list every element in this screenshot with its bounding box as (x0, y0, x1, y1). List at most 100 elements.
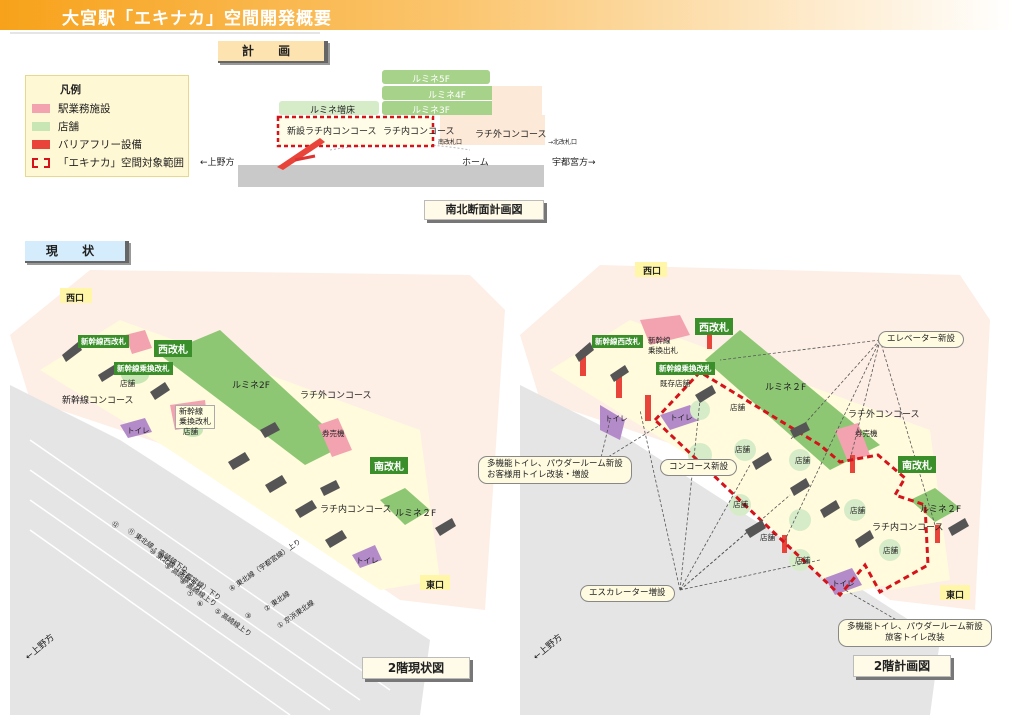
plan-lumine2f-small (910, 488, 960, 522)
legend-label: 駅業務施設 (58, 103, 111, 115)
section-label-plan: 計 画 (218, 41, 328, 63)
line-label: ③ (245, 612, 252, 620)
plan-lumine2f-small: ルミネ２F (920, 505, 962, 515)
plan-existing-store: 既存店舗 (660, 379, 690, 388)
page-title: 大宮駅「エキナカ」空間開発概要 (62, 9, 332, 29)
section-inner-concourse: ラチ内コンコース (383, 127, 455, 137)
plan-shinkansen-transfer2: 新幹線乗換改札 (656, 362, 715, 375)
current-lumine2f-small (380, 488, 430, 525)
plan-lumine2f: ルミネ２F (765, 383, 807, 393)
plan-store-label: 店舗 (735, 445, 750, 454)
section-south-gate: 南改札口 (438, 139, 463, 146)
roof-line (329, 143, 471, 151)
plan-west-exit-bg (635, 262, 667, 277)
current-shinkansen-transfer1: 新幹線乗換改札 (114, 362, 173, 375)
current-tracks (10, 385, 430, 715)
escalator-shape (277, 138, 325, 170)
current-toilet-label-1: トイレ (127, 426, 150, 435)
current-caption: 2階現状図 (362, 657, 470, 679)
legend-item-area: 「エキナカ」空間対象範囲 (32, 155, 184, 170)
section-north-gate: →北改札口 (548, 139, 578, 146)
legend-swatch-store (32, 122, 50, 131)
current-station-1 (125, 330, 152, 354)
current-lumine2f (160, 330, 345, 465)
title-bar (0, 0, 1013, 30)
plan-toilet-label-3: トイレ (832, 579, 855, 588)
plan-west-exit: 西口 (643, 267, 662, 277)
current-outer-concourse: ラチ外コンコース (300, 391, 372, 401)
plan-map (520, 262, 990, 715)
current-toilet-1 (120, 418, 152, 438)
current-east-exit: 東口 (426, 581, 445, 591)
section-outer-concourse: ラチ外コンコース (475, 130, 547, 140)
legend-item-station: 駅業務施設 (32, 101, 111, 116)
section-caption: 南北断面計画図 (424, 200, 544, 220)
current-track-lines (29, 439, 391, 716)
current-store-label-1: 店舗 (120, 379, 135, 388)
plan-ticket (835, 423, 870, 462)
title-rule (10, 32, 320, 34)
elevator-callout: エレベーター新設 (878, 331, 965, 348)
plan-shinkansen-west-gate: 新幹線西改札 (592, 335, 643, 348)
escalator-callout: エスカレーター増設 (580, 585, 675, 602)
plan-store-label: 店舗 (760, 533, 775, 542)
legend-title: 凡例 (60, 84, 81, 96)
plan-stairs (575, 342, 969, 548)
current-stairs (62, 342, 456, 548)
plan-toilet-2 (660, 405, 700, 430)
plan-outer-concourse: ラチ外コンコース (848, 410, 920, 420)
legend-label: バリアフリー設備 (58, 139, 142, 151)
lumine5f-bar (382, 70, 490, 84)
outer-block-upper (492, 86, 542, 116)
section-label-current: 現 状 (25, 241, 129, 263)
current-west-gate: 西改札 (154, 340, 192, 357)
current-shinkansen-transfer2: 新幹線 乗換改札 (175, 405, 215, 429)
escalator-rail (294, 154, 316, 162)
plan-store-label: 店舗 (850, 506, 865, 515)
section-new-concourse: 新設ラチ内コンコース (287, 127, 377, 137)
current-map (10, 270, 505, 716)
plan-south-gate: 南改札 (898, 456, 936, 473)
current-toilet-2 (352, 545, 382, 568)
current-shinkansen-west-gate: 新幹線西改札 (78, 335, 129, 348)
legend-swatch-station (32, 104, 50, 113)
current-south-gate: 南改札 (370, 457, 408, 474)
ekinaka-section-area (276, 115, 435, 148)
plan-toilet-label-1: トイレ (605, 414, 628, 423)
line-label: ⑦ (187, 590, 194, 598)
section-lumine-ext: ルミネ増床 (310, 106, 356, 116)
current-west-exit: 西口 (66, 294, 85, 304)
current-store-label-2: 店舗 (183, 427, 198, 436)
legend-item-store: 店舗 (32, 119, 79, 134)
section-ueno: ←上野方 (200, 158, 235, 168)
toilet-callout-2: 多機能トイレ、パウダールーム新設 旅客トイレ改装 (838, 619, 992, 647)
line-label: ⑥ (197, 600, 204, 608)
plan-new-concourse-label: コンコース新設 (660, 459, 738, 476)
plan-east-exit-bg (940, 585, 970, 600)
section-home: ホーム (462, 158, 489, 168)
plan-new-concourse (660, 372, 910, 595)
legend-label: 「エキナカ」空間対象範囲 (58, 157, 184, 169)
toilet-callout-1: 多機能トイレ、パウダールーム新設 お客様用トイレ改装・増設 (478, 456, 632, 484)
section-lumine5: ルミネ5F (412, 75, 450, 85)
current-inner-concourse: ラチ内コンコース (320, 505, 392, 515)
plan-ekinaka-area (652, 370, 930, 598)
current-lumine2f-small: ルミネ２F (395, 509, 437, 519)
plan-inner-concourse: ラチ内コンコース (872, 523, 944, 533)
current-ticket-label: 券売機 (322, 429, 345, 438)
section-lumine3: ルミネ3F (412, 106, 450, 116)
plan-east-exit: 東口 (946, 591, 965, 601)
lumine-ext-bar (279, 101, 379, 115)
plan-shinkansen-transfer1: 新幹線 乗換出札 (648, 336, 678, 355)
current-ticket (318, 418, 352, 457)
legend: 凡例 駅業務施設 店舗 バリアフリー設備 「エキナカ」空間対象範囲 (25, 75, 189, 177)
plan-store-label: 店舗 (883, 546, 898, 555)
section-lumine4: ルミネ4F (428, 91, 466, 101)
legend-label: 店舗 (58, 121, 79, 133)
plan-toilet-label-2: トイレ (670, 413, 693, 422)
plan-store-label: 店舗 (795, 456, 810, 465)
legend-swatch-area (32, 157, 50, 168)
current-shinkansen-concourse: 新幹線コンコース (62, 396, 134, 406)
current-toilet-label-2: トイレ (356, 556, 379, 565)
